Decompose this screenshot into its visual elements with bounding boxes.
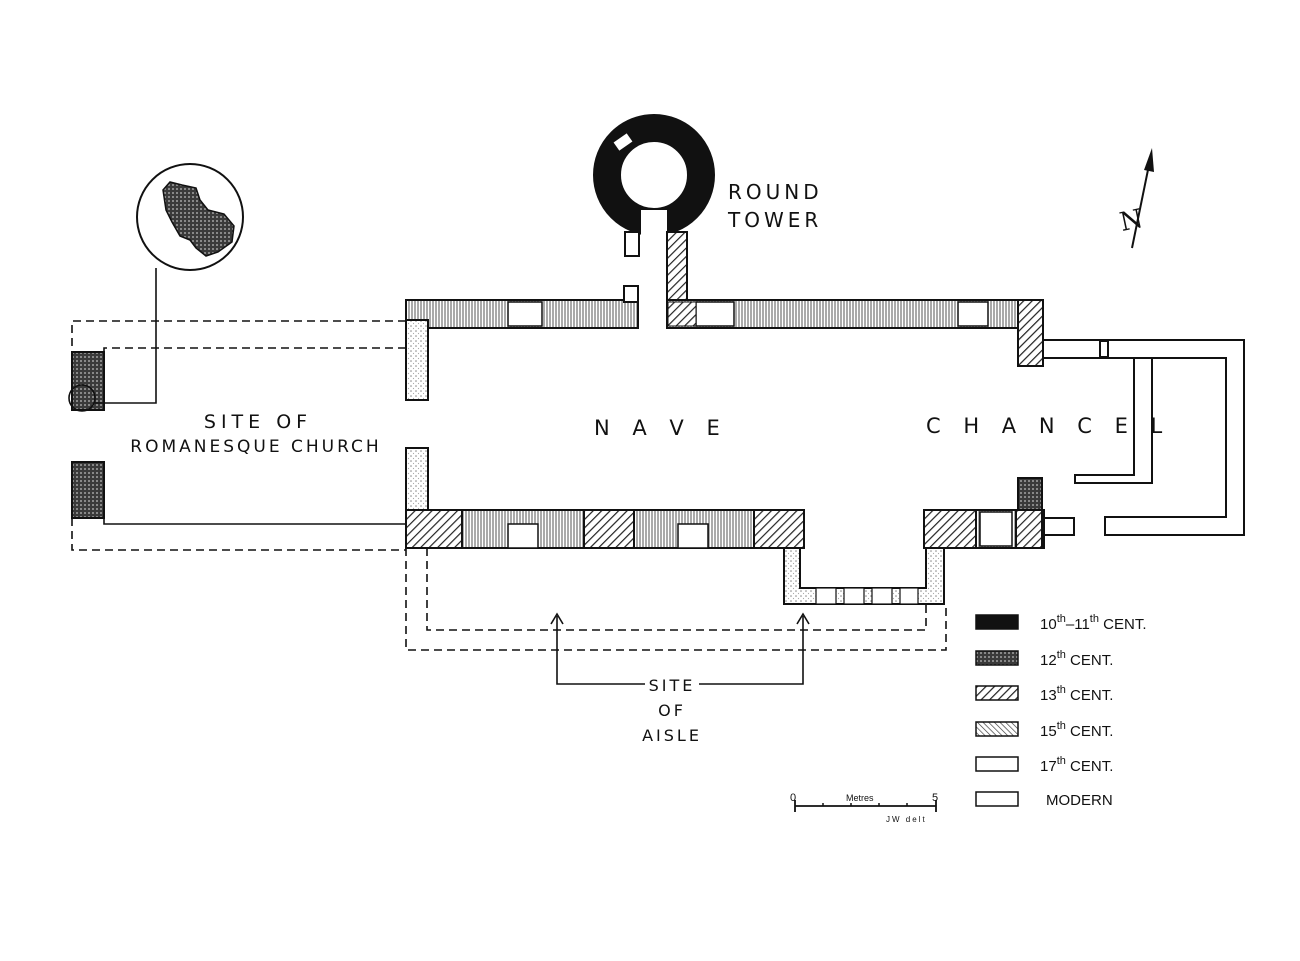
- romanesque-detail-inset: [68, 163, 244, 412]
- legend-item-15-cent: 15th CENT.: [975, 720, 1113, 740]
- legend-item-17-cent: 17th CENT.: [975, 755, 1113, 775]
- round-tower-label-line2: TOWER: [727, 208, 822, 232]
- legend-item-modern: MODERN: [975, 791, 1113, 809]
- aisle-label-line3: AISLE: [642, 726, 702, 745]
- nave-south-wall: [405, 447, 1045, 549]
- chancel-label: C H A N C E L: [926, 414, 1170, 438]
- legend-12-num: 12: [1040, 652, 1057, 669]
- legend-15-num: 15: [1040, 723, 1057, 740]
- legend-item-12-cent: 12th CENT.: [975, 649, 1113, 669]
- site-of-aisle-outline: [405, 548, 947, 651]
- round-tower: [593, 114, 715, 303]
- legend-11-num: –11: [1066, 616, 1090, 633]
- svg-text:12th CENT.: 12th CENT.: [1040, 649, 1113, 669]
- scale-end: 5: [932, 792, 938, 804]
- legend-17-num: 17: [1040, 758, 1057, 775]
- svg-text:13th CENT.: 13th CENT.: [1040, 684, 1113, 704]
- legend-item-10-11-cent: 10th–11th CENT.: [975, 613, 1147, 633]
- chancel-walls: [1042, 339, 1245, 536]
- legend-modern-label: MODERN: [1046, 792, 1113, 809]
- legend-10-label: CENT.: [1099, 616, 1147, 633]
- scale-bar: 0 Metres 5 JW delt: [790, 792, 938, 824]
- north-arrow: N: [1117, 148, 1154, 249]
- scale-start: 0: [790, 792, 796, 804]
- romanesque-label-line2: ROMANESQUE CHURCH: [130, 437, 381, 457]
- romanesque-church-outline: [71, 320, 406, 551]
- svg-text:10th–11th CENT.: 10th–11th CENT.: [1040, 613, 1147, 633]
- legend-10-sup: th: [1057, 613, 1066, 625]
- legend-10-num: 10: [1040, 616, 1057, 633]
- legend-11-sup: th: [1090, 613, 1099, 625]
- svg-text:17th CENT.: 17th CENT.: [1040, 755, 1113, 775]
- scale-unit: Metres: [846, 793, 874, 803]
- round-tower-label-line1: ROUND: [728, 180, 823, 204]
- site-of-aisle-label: SITE OF AISLE: [642, 676, 702, 745]
- north-arrow-letter: N: [1117, 204, 1145, 238]
- legend-item-13-cent: 13th CENT.: [975, 684, 1113, 704]
- aisle-pointers: [550, 612, 810, 685]
- romanesque-label: SITE OF ROMANESQUE CHURCH: [130, 411, 381, 457]
- nave-label: N A V E: [594, 416, 728, 440]
- svg-text:15th CENT.: 15th CENT.: [1040, 720, 1113, 740]
- legend-13-num: 13: [1040, 687, 1057, 704]
- legend-17-sup: th: [1057, 755, 1066, 767]
- legend-15-sup: th: [1057, 720, 1066, 732]
- legend-12-label: CENT.: [1066, 652, 1114, 669]
- round-tower-label: ROUND TOWER: [727, 180, 823, 232]
- aisle-label-line2: OF: [658, 701, 686, 720]
- legend-13-label: CENT.: [1066, 687, 1114, 704]
- legend-13-sup: th: [1057, 684, 1066, 696]
- nave-north-wall: [405, 285, 1044, 401]
- legend-15-label: CENT.: [1066, 723, 1114, 740]
- aisle-label-line1: SITE: [649, 676, 696, 695]
- legend-17-label: CENT.: [1066, 758, 1114, 775]
- scale-credit: JW delt: [886, 815, 927, 824]
- legend: 10th–11th CENT. 12th CENT. 13th CENT. 15…: [975, 613, 1147, 809]
- legend-12-sup: th: [1057, 649, 1066, 661]
- romanesque-label-line1: SITE OF: [204, 411, 312, 433]
- south-porch: [783, 547, 945, 605]
